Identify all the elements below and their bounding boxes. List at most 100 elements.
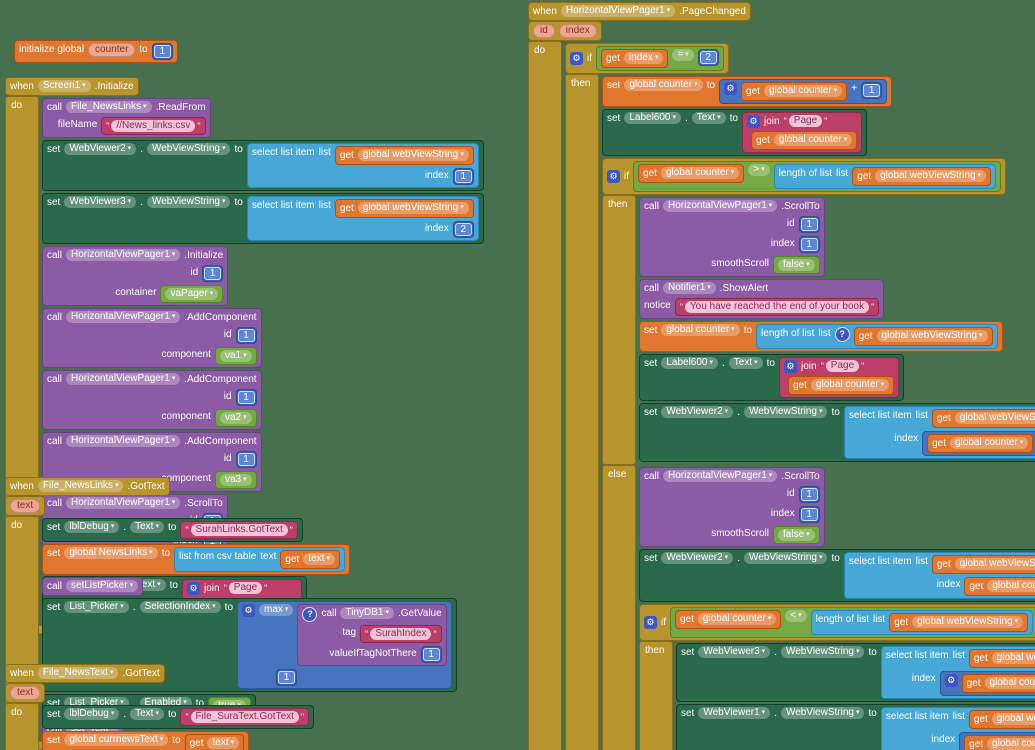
logic-block[interactable]: false [773, 256, 820, 274]
dropdown-chip[interactable]: vaPager [165, 288, 219, 300]
text-block[interactable]: SurahIndex [360, 625, 442, 643]
string-literal[interactable]: File_SuraText.GotText [185, 711, 304, 723]
number-chip[interactable]: 1 [800, 488, 818, 501]
call-block[interactable]: callTinyDB1.GetValuetagSurahIndexvalueIf… [297, 604, 447, 666]
dropdown-chip[interactable]: SelectionIndex [139, 601, 221, 613]
call-block[interactable]: callHorizontalViewPager1.AddComponentid1… [42, 432, 262, 492]
dropdown-chip[interactable]: HorizontalViewPager1 [663, 200, 778, 212]
dropdown-chip[interactable]: global currnewsText [64, 734, 169, 746]
dropdown-chip[interactable]: Label600 [661, 357, 719, 369]
dropdown-chip[interactable]: setListPicker [66, 580, 139, 592]
logic-block[interactable]: false [773, 526, 820, 544]
dropdown-chip[interactable]: File_NewsLinks [37, 480, 124, 492]
number-chip[interactable]: 1 [800, 238, 818, 251]
number-chip[interactable]: 1 [153, 45, 171, 58]
dropdown-chip[interactable]: WebViewString [780, 646, 865, 658]
param-chip[interactable]: index [558, 24, 597, 38]
dropdown-chip[interactable]: Screen1 [37, 80, 91, 92]
call-block[interactable]: callHorizontalViewPager1.Initializeid1co… [42, 246, 229, 306]
string-literal[interactable]: Page [821, 360, 865, 372]
mutator-gear-icon[interactable] [944, 674, 958, 687]
mutator-gear-icon[interactable] [784, 360, 797, 373]
call-block[interactable]: callHorizontalViewPager1.ScrollToid1inde… [639, 197, 825, 277]
number-chip[interactable]: 1 [800, 508, 818, 521]
mutator-gear-icon[interactable] [724, 82, 738, 95]
block-stack[interactable]: whenFile_NewsText.GotTexttextdosetlblDeb… [5, 664, 358, 750]
text-block[interactable]: //News_links.csv [101, 117, 206, 135]
dropdown-chip[interactable]: WebViewString [146, 143, 231, 155]
dropdown-chip[interactable]: List_Picker [64, 601, 129, 613]
param-chip[interactable]: id [533, 24, 555, 38]
dropdown-chip[interactable]: WebViewString [743, 552, 828, 564]
dropdown-chip[interactable]: Notifier1 [663, 282, 716, 294]
mutator-gear-icon[interactable] [747, 115, 760, 128]
dropdown-chip[interactable]: WebViewer3 [64, 196, 137, 208]
logic-block[interactable]: va3 [214, 471, 257, 489]
dropdown-chip[interactable]: global counter [987, 580, 1035, 592]
dropdown-chip[interactable]: WebViewer1 [698, 707, 771, 719]
dropdown-chip[interactable]: global counter [773, 134, 853, 146]
dropdown-chip[interactable]: global webViewString [875, 170, 987, 182]
dropdown-chip[interactable]: text [303, 553, 335, 565]
dropdown-chip[interactable]: > [748, 164, 770, 176]
event-block[interactable]: whenFile_NewsText.GotTexttextdosetlblDeb… [5, 664, 358, 750]
dropdown-chip[interactable]: WebViewString [780, 707, 865, 719]
text-block[interactable]: SurahLinks.GotText [180, 521, 298, 539]
number-chip[interactable]: 1 [237, 391, 255, 404]
call-block[interactable]: callHorizontalViewPager1.ScrollToid1inde… [639, 467, 825, 547]
dropdown-chip[interactable]: WebViewer3 [698, 646, 771, 658]
dropdown-chip[interactable]: global webViewString [954, 412, 1035, 424]
mutator-gear-icon[interactable] [242, 604, 256, 617]
dropdown-chip[interactable]: global webViewString [357, 202, 469, 214]
param-chip[interactable]: text [10, 686, 41, 700]
dropdown-chip[interactable]: va1 [219, 350, 252, 362]
param-chip[interactable]: text [10, 499, 41, 513]
dropdown-chip[interactable]: text [207, 737, 240, 749]
dropdown-chip[interactable]: global webViewString [912, 616, 1024, 628]
number-chip[interactable]: 1 [204, 267, 222, 280]
dropdown-chip[interactable]: global counter [660, 167, 740, 179]
dropdown-chip[interactable]: HorizontalViewPager1 [66, 249, 181, 261]
call-block[interactable]: callFile_NewsLinks.ReadFromfileName//New… [42, 98, 211, 138]
dropdown-chip[interactable]: HorizontalViewPager1 [66, 497, 181, 509]
help-icon[interactable] [302, 607, 318, 622]
dropdown-chip[interactable]: WebViewString [146, 196, 231, 208]
dropdown-chip[interactable]: global webViewString [876, 330, 988, 342]
number-chip[interactable]: 2 [699, 51, 717, 64]
number-chip[interactable]: 1 [422, 648, 440, 661]
dropdown-chip[interactable]: global counter [987, 738, 1035, 750]
